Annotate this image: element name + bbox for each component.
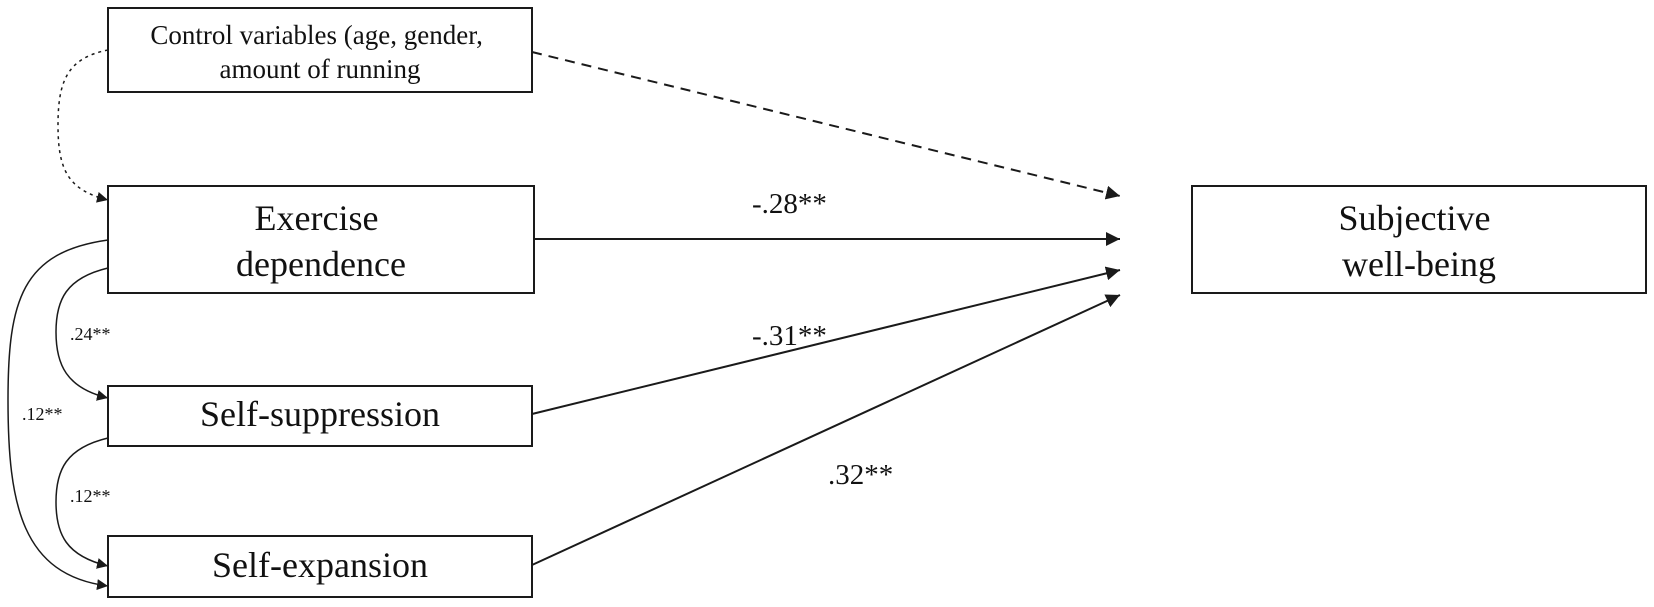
- node-wellbeing-label: Subjective well-being: [1339, 198, 1500, 284]
- correlation-exercise-expansion: [7, 233, 120, 591]
- node-expansion-label: Self-expansion: [212, 545, 428, 585]
- node-suppression-label: Self-suppression: [200, 394, 440, 434]
- node-control-variables: Control variables (age, gender, amount o…: [107, 7, 533, 93]
- corr-suppression-expansion: .12**: [70, 486, 111, 506]
- correlation-suppression-expansion: [55, 430, 120, 569]
- corr-exercise-expansion: .12**: [22, 404, 63, 424]
- correlation-control-exercise: [57, 42, 120, 203]
- coef-suppression-wellbeing: -.31**: [752, 320, 827, 352]
- node-subjective-wellbeing: Subjective well-being: [1191, 185, 1647, 294]
- corr-exercise-suppression: .24**: [70, 324, 111, 344]
- node-self-suppression: Self-suppression: [107, 385, 533, 447]
- path-suppression-to-wellbeing: [531, 266, 1121, 415]
- node-control-label: Control variables (age, gender, amount o…: [150, 20, 489, 84]
- node-exercise-dependence: Exercise dependence: [107, 185, 535, 294]
- correlation-exercise-suppression: [55, 260, 120, 401]
- path-control-to-wellbeing: [531, 51, 1121, 200]
- coef-exercise-wellbeing: -.28**: [752, 188, 827, 220]
- node-self-expansion: Self-expansion: [107, 535, 533, 598]
- node-exercise-label: Exercise dependence: [236, 198, 406, 284]
- coef-expansion-wellbeing: .32**: [828, 459, 893, 491]
- path-expansion-to-wellbeing: [531, 294, 1121, 566]
